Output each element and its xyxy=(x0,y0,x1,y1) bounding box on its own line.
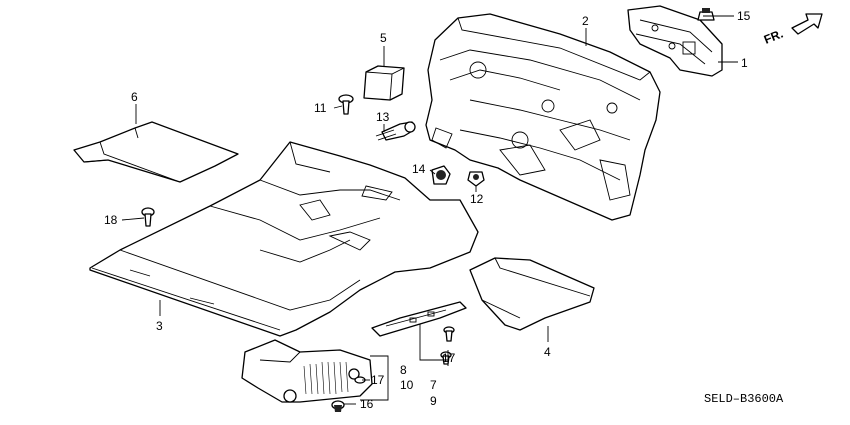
clip-15 xyxy=(697,8,715,21)
foam-block xyxy=(363,65,405,101)
callout-8: 8 xyxy=(400,363,407,377)
grommet-13 xyxy=(375,121,416,141)
callout-11: 11 xyxy=(314,101,327,115)
clip-14 xyxy=(431,165,451,185)
callout-1: 1 xyxy=(741,56,748,70)
callout-12: 12 xyxy=(470,192,484,206)
callout-16: 16 xyxy=(360,397,374,411)
side-cover xyxy=(469,257,595,331)
dash-insulator-small xyxy=(627,5,723,77)
console-duct xyxy=(241,339,373,412)
clip-11 xyxy=(338,94,354,115)
floor-carpet xyxy=(89,141,479,337)
rear-mat xyxy=(73,121,239,183)
callout-6: 6 xyxy=(131,90,138,104)
callout-3: 3 xyxy=(156,319,163,333)
dashboard-insulator xyxy=(425,13,661,221)
clip-12 xyxy=(467,171,485,187)
floor-bracket xyxy=(371,301,467,365)
callout-10: 10 xyxy=(400,378,414,392)
callout-9: 9 xyxy=(430,394,437,408)
leader-lines xyxy=(121,15,738,405)
callout-2: 2 xyxy=(582,14,589,28)
callout-18: 18 xyxy=(104,213,118,227)
diagram-code: SELD–B3600A xyxy=(704,392,784,406)
callout-13: 13 xyxy=(376,110,390,124)
callout-14: 14 xyxy=(412,162,426,176)
clip-18 xyxy=(141,207,155,227)
callout-4: 4 xyxy=(544,345,551,359)
callout-15: 15 xyxy=(737,9,751,23)
direction-label: FR. xyxy=(762,27,785,47)
front-direction-arrow: FR. xyxy=(762,13,823,47)
callout-17-duct: 17 xyxy=(371,373,385,387)
callout-7: 7 xyxy=(430,378,437,392)
callout-5: 5 xyxy=(380,31,387,45)
callout-17-bracket: 17 xyxy=(442,351,456,365)
